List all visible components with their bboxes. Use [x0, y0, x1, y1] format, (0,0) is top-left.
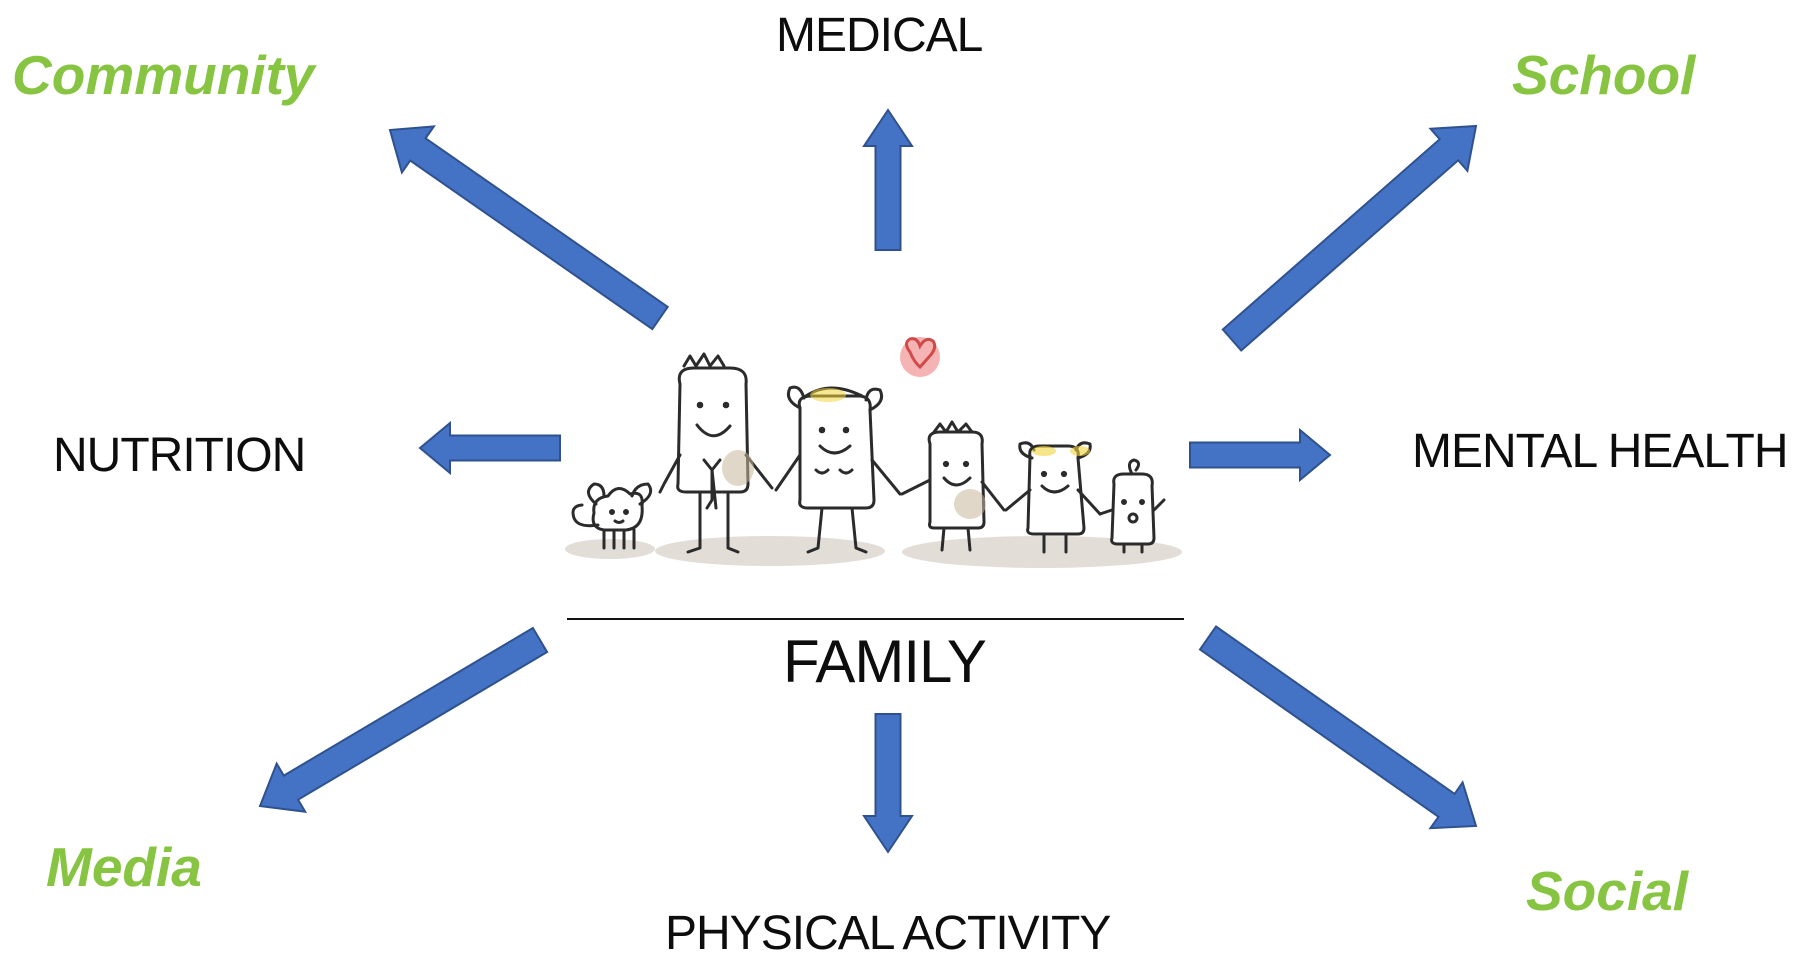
school-label: School	[1512, 44, 1696, 106]
arrow-to-nutrition	[418, 420, 561, 476]
arrow-to-community	[388, 125, 670, 331]
arrow-to-media	[258, 626, 549, 813]
social-label: Social	[1526, 860, 1689, 922]
family-label: FAMILY	[783, 628, 987, 695]
arrow-to-social	[1198, 625, 1478, 830]
media-label: Media	[46, 836, 202, 898]
arrow-to-school	[1221, 124, 1478, 352]
medical-label: MEDICAL	[776, 9, 983, 62]
family-divider-line	[567, 618, 1184, 620]
physical-activity-label: PHYSICAL ACTIVITY	[665, 907, 1111, 960]
community-label: Community	[12, 44, 315, 106]
arrow-to-mental-health	[1189, 427, 1332, 483]
mental-health-label: MENTAL HEALTH	[1412, 425, 1788, 478]
arrow-to-medical	[862, 108, 914, 251]
nutrition-label: NUTRITION	[53, 429, 306, 482]
arrow-to-physical-activity	[862, 713, 914, 854]
